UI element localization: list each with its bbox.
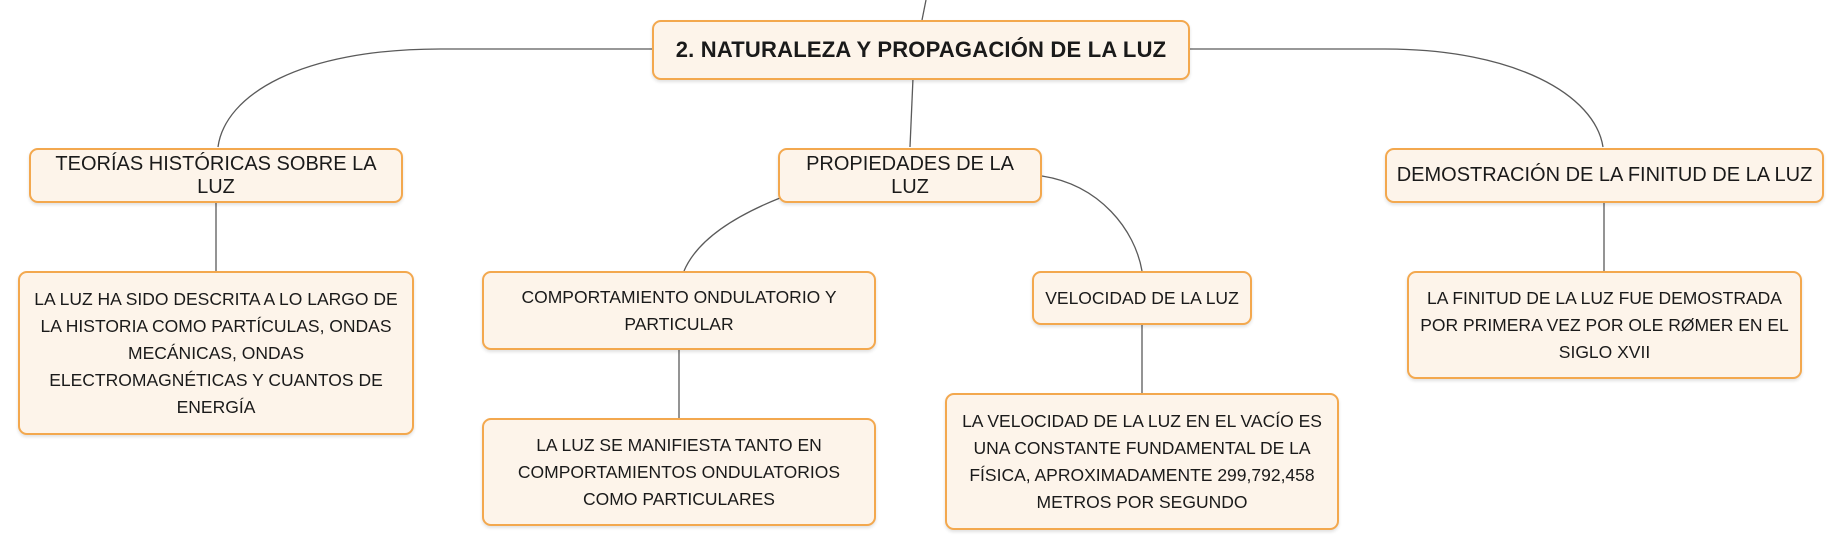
node-wave-particle-behavior-detail[interactable]: LA LUZ SE MANIFIESTA TANTO EN COMPORTAMI… xyxy=(482,418,876,526)
node-historical-theories-detail-text: LA LUZ HA SIDO DESCRITA A LO LARGO DE LA… xyxy=(34,288,398,417)
node-light-properties[interactable]: PROPIEDADES DE LA LUZ xyxy=(778,148,1042,203)
connector-properties-to-speed xyxy=(1041,175,1143,272)
node-wave-particle-behavior-detail-text: LA LUZ SE MANIFIESTA TANTO EN COMPORTAMI… xyxy=(517,434,841,509)
node-speed-of-light-label: VELOCIDAD DE LA LUZ xyxy=(1045,287,1239,308)
connector-root-to-properties xyxy=(909,77,914,148)
node-wave-particle-behavior-label: COMPORTAMIENTO ONDULATORIO Y PARTICULAR xyxy=(521,286,837,334)
node-historical-theories-label: TEORÍAS HISTÓRICAS SOBRE LA LUZ xyxy=(55,152,377,198)
node-wave-particle-behavior[interactable]: COMPORTAMIENTO ONDULATORIO Y PARTICULAR xyxy=(482,271,876,350)
node-light-properties-label: PROPIEDADES DE LA LUZ xyxy=(806,152,1014,198)
node-historical-theories-detail[interactable]: LA LUZ HA SIDO DESCRITA A LO LARGO DE LA… xyxy=(18,271,414,435)
connector-root-to-historical xyxy=(217,48,652,148)
node-finitude-demonstration[interactable]: DEMOSTRACIÓN DE LA FINITUD DE LA LUZ xyxy=(1385,148,1824,203)
connector-properties-to-behavior xyxy=(683,197,781,272)
node-finitude-demonstration-detail[interactable]: LA FINITUD DE LA LUZ FUE DEMOSTRADA POR … xyxy=(1407,271,1802,379)
root-node[interactable]: 2. NATURALEZA Y PROPAGACIÓN DE LA LUZ xyxy=(652,20,1190,80)
connector-parent-to-root xyxy=(921,0,927,21)
connector-root-to-finitude xyxy=(1190,48,1604,148)
node-finitude-demonstration-label: DEMOSTRACIÓN DE LA FINITUD DE LA LUZ xyxy=(1396,164,1813,186)
node-speed-of-light[interactable]: VELOCIDAD DE LA LUZ xyxy=(1032,271,1252,325)
node-finitude-demonstration-detail-text: LA FINITUD DE LA LUZ FUE DEMOSTRADA POR … xyxy=(1420,287,1789,362)
root-node-label: 2. NATURALEZA Y PROPAGACIÓN DE LA LUZ xyxy=(675,37,1167,62)
node-historical-theories[interactable]: TEORÍAS HISTÓRICAS SOBRE LA LUZ xyxy=(29,148,403,203)
node-speed-of-light-detail-text: LA VELOCIDAD DE LA LUZ EN EL VACÍO ES UN… xyxy=(962,410,1322,512)
node-speed-of-light-detail[interactable]: LA VELOCIDAD DE LA LUZ EN EL VACÍO ES UN… xyxy=(945,393,1339,530)
